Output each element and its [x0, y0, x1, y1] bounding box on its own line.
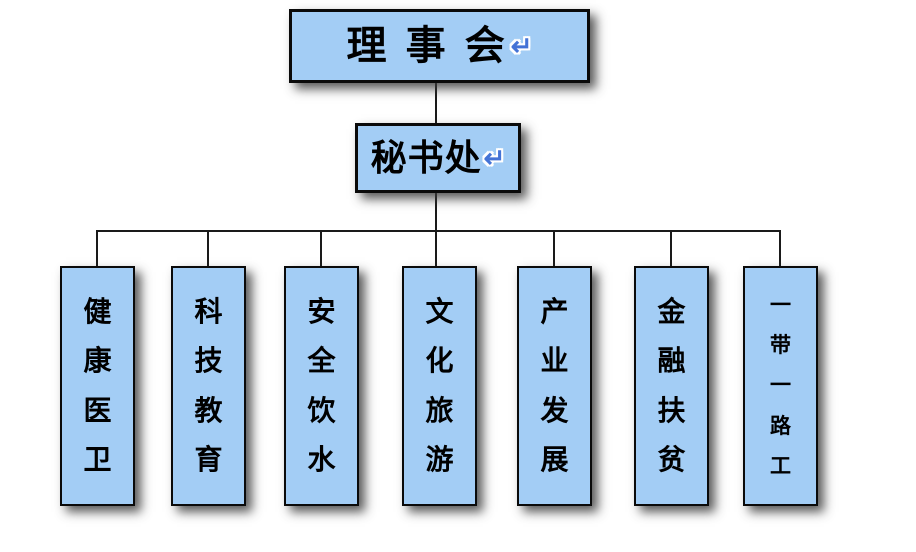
connector-stub-4 — [435, 230, 437, 267]
department-char: 一 — [770, 294, 791, 318]
connector-stub-3 — [320, 230, 322, 267]
department-char: 金 — [657, 295, 686, 327]
box-industry-development[interactable]: 产业发展 — [517, 266, 592, 506]
box-board[interactable]: 理 事 会 ↵ — [289, 9, 590, 83]
box-culture-tourism[interactable]: 文化旅游 — [402, 266, 477, 506]
connector-bus-horizontal — [96, 230, 781, 232]
department-char: 健 — [83, 295, 112, 327]
box-scitech-education[interactable]: 科技教育 — [171, 266, 246, 506]
department-char: 产 — [540, 295, 569, 327]
connector-stub-1 — [96, 230, 98, 267]
department-char: 医 — [83, 394, 112, 426]
connector-stub-7 — [779, 230, 781, 267]
department-char: 育 — [194, 444, 223, 476]
department-char: 贫 — [657, 444, 686, 476]
box-secretariat[interactable]: 秘书处 ↵ — [355, 123, 521, 193]
box-board-label: 理 事 会 — [346, 24, 509, 68]
department-char: 科 — [194, 295, 223, 327]
department-char: 化 — [425, 345, 454, 377]
connector-stub-2 — [207, 230, 209, 267]
department-char: 文 — [425, 295, 454, 327]
department-char: 康 — [83, 345, 112, 377]
paragraph-mark-icon: ↵ — [510, 31, 533, 61]
connector-stub-6 — [670, 230, 672, 267]
department-char: 水 — [307, 444, 336, 476]
department-char: 游 — [425, 444, 454, 476]
department-char: 技 — [194, 345, 223, 377]
department-char: 展 — [540, 444, 569, 476]
box-safe-water[interactable]: 安全饮水 — [284, 266, 359, 506]
department-char: 业 — [540, 345, 569, 377]
department-char: 饮 — [307, 394, 336, 426]
connector-root-secretariat — [435, 81, 437, 125]
department-char: 全 — [307, 345, 336, 377]
department-char: 旅 — [425, 394, 454, 426]
box-belt-road[interactable]: 一带一路工 — [743, 266, 818, 506]
department-char: 卫 — [83, 444, 112, 476]
department-char: 一 — [770, 374, 791, 398]
department-char: 发 — [540, 394, 569, 426]
connector-stub-5 — [553, 230, 555, 267]
department-char: 教 — [194, 394, 223, 426]
department-char: 带 — [770, 334, 791, 358]
paragraph-mark-icon: ↵ — [483, 143, 506, 173]
connector-secretariat-bus — [435, 191, 437, 232]
department-char: 扶 — [657, 394, 686, 426]
box-secretariat-label: 秘书处 — [370, 137, 482, 178]
department-char: 安 — [307, 295, 336, 327]
box-finance-poverty[interactable]: 金融扶贫 — [634, 266, 709, 506]
department-char: 工 — [770, 454, 791, 478]
department-char: 融 — [657, 345, 686, 377]
box-health-medical[interactable]: 健康医卫 — [60, 266, 135, 506]
department-char: 路 — [770, 414, 791, 438]
